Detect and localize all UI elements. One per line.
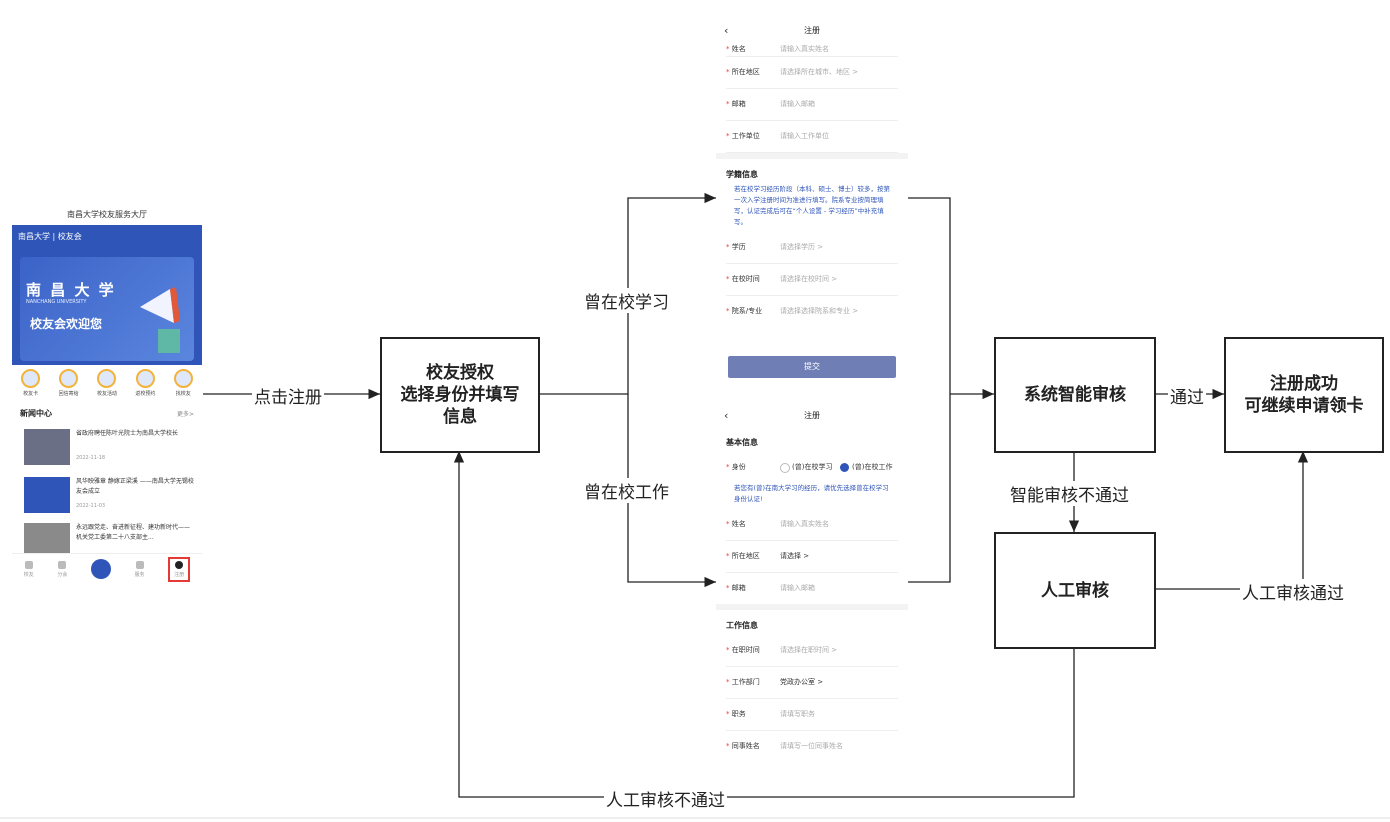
edge-manual-fail xyxy=(453,451,1075,798)
back-icon[interactable]: ‹ xyxy=(724,24,729,37)
edge-work-merge xyxy=(908,394,951,583)
phone-title: 南昌大学校友服务大厅 xyxy=(67,210,147,219)
banner-welcome: 校友会欢迎您 xyxy=(30,317,103,331)
label-worked: 曾在校工作 xyxy=(582,478,671,503)
tab-bar: 校友 分会 服务 注册 xyxy=(12,553,202,584)
activity-icon xyxy=(97,369,117,388)
news-title: 风华映雅章 静嫁正梁溪 ——南昌大学无锡校友会成立 xyxy=(76,478,194,495)
grid-icon xyxy=(135,560,144,569)
news-more-link[interactable]: 更多> xyxy=(176,411,194,418)
person-icon xyxy=(173,369,193,388)
list-item[interactable]: 省政府聘任陈叶光院士为南昌大学校长 2022-11-18 xyxy=(20,425,194,465)
tab-register[interactable]: 注册 xyxy=(168,556,191,582)
tab-branch[interactable]: 分会 xyxy=(57,560,67,578)
banner: 南昌大学 | 校友会 南 昌 大 学 NANCHANG UNIVERSITY 校… xyxy=(12,225,202,365)
node-smart-review: 系统智能审核 xyxy=(994,337,1156,453)
news-header: 新闻中心 xyxy=(20,409,52,418)
tab-service[interactable]: 服务 xyxy=(135,560,145,578)
node-manual-review: 人工审核 xyxy=(994,532,1156,649)
form-header: ‹ 注册 xyxy=(716,20,908,42)
card-icon xyxy=(21,369,41,388)
news-image xyxy=(24,429,70,465)
back-icon[interactable]: ‹ xyxy=(724,409,729,422)
icon-activity[interactable]: 校友活动 xyxy=(97,369,117,405)
form-header: ‹ 注册 xyxy=(716,405,908,427)
edge-worked xyxy=(627,394,716,588)
icon-alumni-card[interactable]: 校友卡 xyxy=(21,369,41,405)
node-success: 注册成功 可继续申请领卡 xyxy=(1224,337,1384,453)
node-alumni-auth: 校友授权 选择身份并填写 信息 xyxy=(380,337,540,453)
icon-visit[interactable]: 返校预约 xyxy=(135,369,155,405)
field-identity[interactable]: 身份 (曾)在校学习 (曾)在校工作 xyxy=(726,452,898,483)
form-note: 若在校学习经历阶段（本科、硕士、博士）较多，按第一次入学注册时间为准进行填写。院… xyxy=(734,185,890,226)
phone-home-screen: 南昌大学校友服务大厅 南昌大学 | 校友会 南 昌 大 学 NANCHANG U… xyxy=(12,205,202,585)
megaphone-icon xyxy=(140,287,180,353)
news-title: 省政府聘任陈叶光院士为南昌大学校长 xyxy=(76,430,179,437)
calendar-icon xyxy=(135,369,155,388)
layers-icon xyxy=(58,560,67,569)
section-title: 学籍信息 xyxy=(726,170,758,179)
radio-checked-icon[interactable] xyxy=(840,463,849,472)
section-title: 工作信息 xyxy=(726,621,758,630)
news-image xyxy=(24,477,70,513)
school-logo-icon xyxy=(90,559,111,579)
label-pass: 通过 xyxy=(1168,383,1206,408)
news-date: 2022-11-18 xyxy=(76,455,106,461)
person-icon xyxy=(24,560,33,569)
banner-logo: 南昌大学 | 校友会 xyxy=(18,232,82,241)
label-smart-fail: 智能审核不通过 xyxy=(1008,481,1131,506)
form-note: 若您有(曾)在南大学习的经历，请优先选择曾在校学习身份认证! xyxy=(734,484,889,503)
quick-icons: 校友卡 回信寄给 校友活动 返校预约 找校友 xyxy=(12,369,202,405)
banner-subtitle: NANCHANG UNIVERSITY xyxy=(26,299,87,305)
tab-alumni[interactable]: 校友 xyxy=(24,560,34,578)
mail-icon xyxy=(59,369,79,388)
news-date: 2022-11-03 xyxy=(76,503,106,509)
register-form-work: ‹ 注册 基本信息 身份 (曾)在校学习 (曾)在校工作 若您有(曾)在南大学习… xyxy=(716,405,908,755)
icon-reply[interactable]: 回信寄给 xyxy=(59,369,79,405)
radio-unchecked-icon[interactable] xyxy=(780,463,790,473)
edge-manual-pass xyxy=(1154,451,1309,590)
edge-study-merge xyxy=(908,197,951,394)
label-manual-pass: 人工审核通过 xyxy=(1240,579,1346,604)
icon-find[interactable]: 找校友 xyxy=(173,369,193,405)
news-title: 永远跟党走、奋进新征程、建功新时代——机关党工委第二十八支部主... xyxy=(76,524,191,541)
submit-button[interactable]: 提交 xyxy=(728,356,896,378)
banner-title: 南 昌 大 学 xyxy=(26,281,116,299)
tab-home[interactable] xyxy=(90,559,111,579)
list-item[interactable]: 风华映雅章 静嫁正梁溪 ——南昌大学无锡校友会成立 2022-11-03 xyxy=(20,473,194,513)
label-studied: 曾在校学习 xyxy=(582,288,671,313)
label-manual-fail: 人工审核不通过 xyxy=(604,786,727,811)
section-title: 基本信息 xyxy=(726,438,758,447)
user-icon xyxy=(175,560,184,569)
label-click-register: 点击注册 xyxy=(252,383,324,408)
